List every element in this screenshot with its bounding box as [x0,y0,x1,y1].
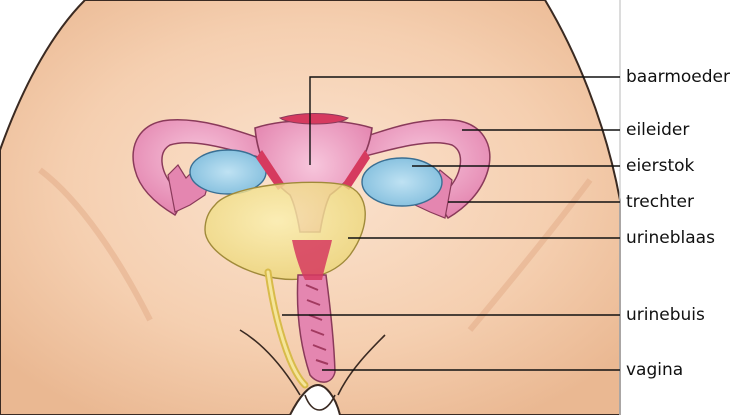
ovary-right [362,158,442,206]
label-ovary: eierstok [626,156,694,176]
uterus-top [280,114,348,125]
label-vagina: vagina [626,360,683,380]
label-fallopian-tube: eileider [626,120,689,140]
label-funnel: trechter [626,192,694,212]
label-uterus: baarmoeder [626,67,730,87]
label-urethra: urinebuis [626,305,705,325]
label-bladder: urineblaas [626,228,715,248]
